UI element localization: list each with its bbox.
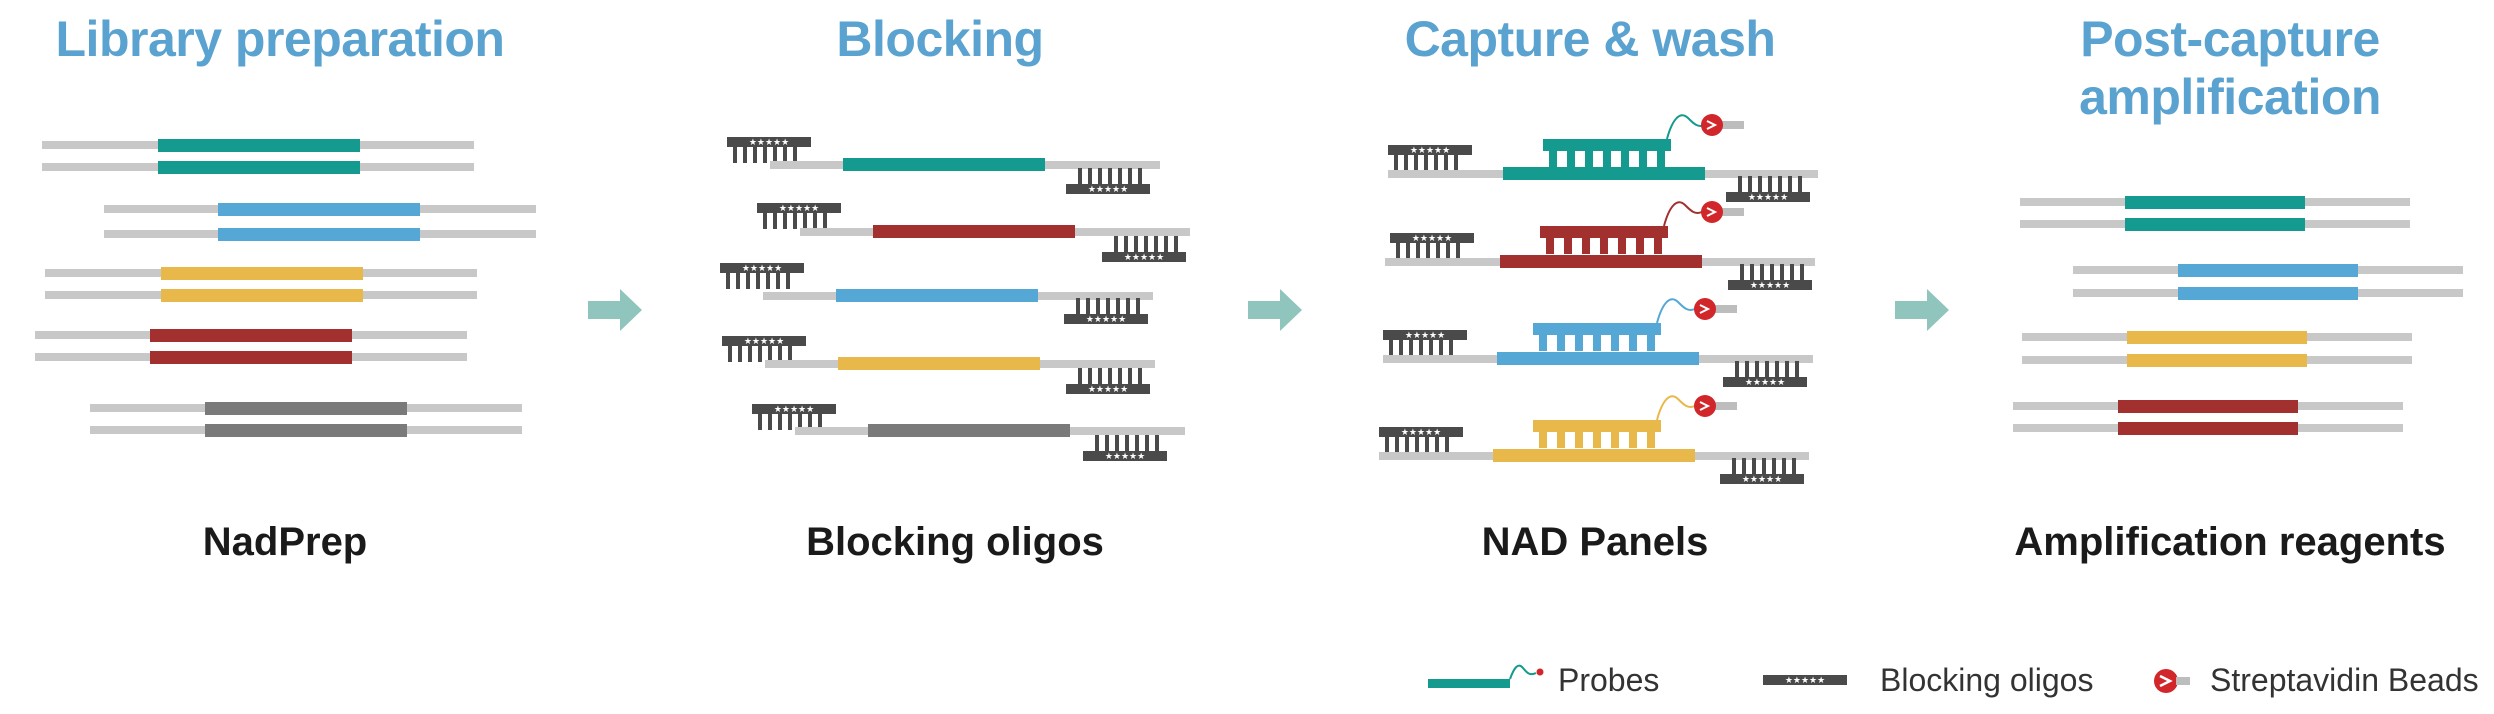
reagent-label-nad-panels: NAD Panels	[1481, 520, 1709, 564]
arrow-right-icon	[588, 289, 642, 331]
streptavidin-bead-legend-icon	[2154, 669, 2190, 693]
arrow-right-icon	[1248, 289, 1302, 331]
blocking-oligo-legend-icon: ★★★★★	[1763, 675, 1847, 686]
amplified-fragments	[2013, 196, 2463, 435]
legend-label-streptavidin-beads: Streptavidin Beads	[2210, 662, 2479, 698]
reagent-label-amplification: Amplification reagents	[2014, 520, 2446, 564]
reagent-label-nadprep: NadPrep	[202, 520, 368, 564]
legend-label-blocking-oligos: Blocking oligos	[1880, 662, 2094, 698]
library-fragments	[35, 139, 536, 437]
svg-text:★★★★★: ★★★★★	[1785, 676, 1825, 686]
captured-fragments	[1379, 113, 1818, 485]
blocked-fragments	[720, 137, 1190, 462]
arrow-right-icon	[1895, 289, 1949, 331]
step-title-capture-wash: Capture & wash	[1404, 11, 1776, 67]
legend-label-probes: Probes	[1558, 662, 1660, 698]
step-title-blocking: Blocking	[836, 11, 1044, 67]
reagent-label-blocking-oligos: Blocking oligos	[806, 520, 1104, 564]
step-title-library-preparation: Library preparation	[55, 11, 505, 67]
probe-legend-icon	[1428, 664, 1544, 688]
step-title-post-capture: Post-capture amplification	[2079, 11, 2381, 125]
